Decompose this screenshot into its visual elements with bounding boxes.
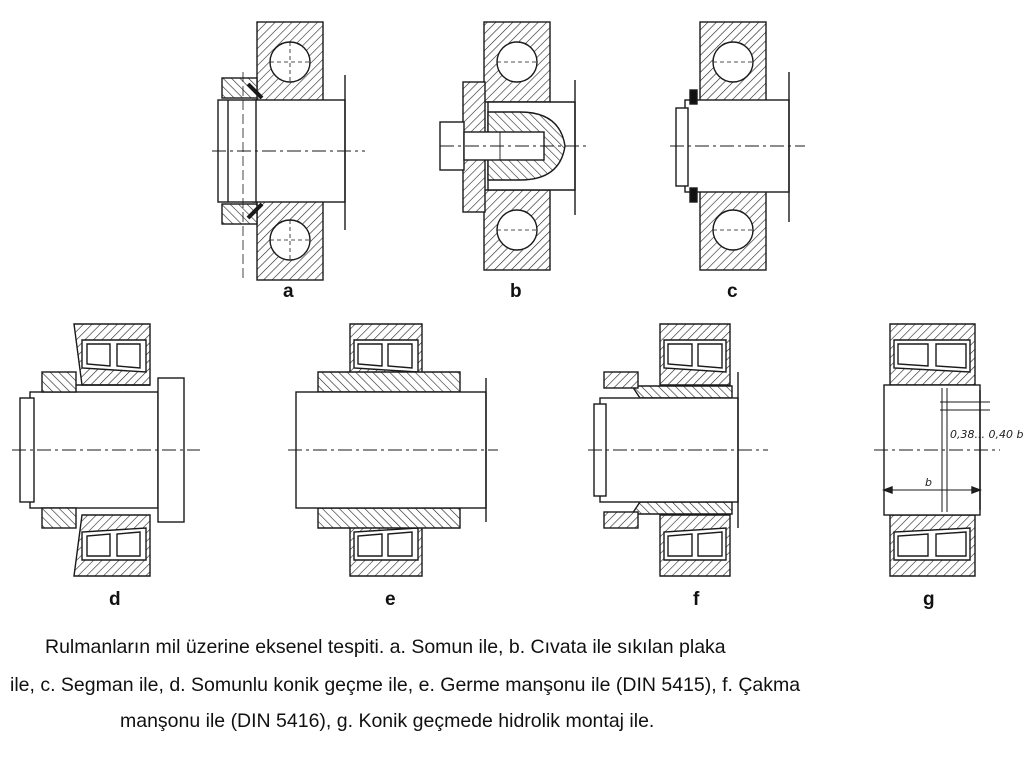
figure-e-germe-mansonu bbox=[288, 323, 498, 577]
figure-d-somunlu-konik bbox=[12, 323, 200, 577]
label-g: g bbox=[923, 589, 935, 610]
figure-a-somun bbox=[212, 21, 365, 282]
caption-line-1: Rulmanların mil üzerine eksenel tespiti.… bbox=[45, 636, 726, 658]
label-b: b bbox=[510, 281, 522, 302]
caption-line-3: manşonu ile (DIN 5416), g. Konik geçmede… bbox=[120, 710, 655, 732]
label-f: f bbox=[693, 589, 700, 610]
caption-line-2: ile, c. Segman ile, d. Somunlu konik geç… bbox=[10, 674, 801, 696]
figure-b-civata bbox=[439, 21, 590, 271]
label-e: e bbox=[385, 589, 396, 610]
figure-f-cakma-mansonu bbox=[588, 323, 768, 577]
dimension-g-upper: 0,38... 0,40 b bbox=[950, 428, 1023, 441]
figure-g-hidrolik-montaj bbox=[874, 323, 1000, 577]
figure-c-segman bbox=[670, 21, 805, 271]
label-d: d bbox=[109, 589, 121, 610]
label-a: a bbox=[283, 281, 294, 302]
dimension-g-lower: b bbox=[925, 476, 932, 489]
label-c: c bbox=[727, 281, 738, 302]
